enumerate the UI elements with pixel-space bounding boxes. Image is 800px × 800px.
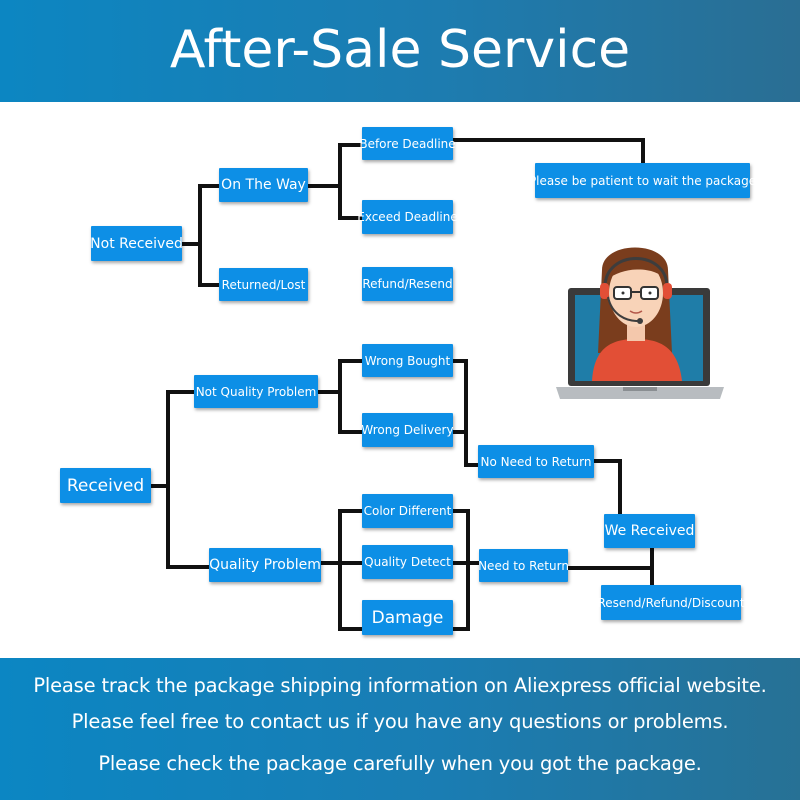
node-refund-resend: Refund/Resend <box>362 267 453 301</box>
node-quality-detect: Quality Detect <box>362 545 453 579</box>
node-we-received: We Received <box>604 514 695 548</box>
node-please-wait: Please be patient to wait the package <box>529 163 756 198</box>
node-not-quality-problem: Not Quality Problem <box>194 375 318 408</box>
customer-service-agent-icon <box>556 247 724 399</box>
connector-not-received <box>180 184 222 287</box>
node-wrong-delivery: Wrong Delivery <box>361 413 454 447</box>
node-need-to-return: Need to Return <box>478 549 569 582</box>
connector-quality <box>318 509 365 631</box>
node-resend-refund-discount: Resend/Refund/Discount <box>597 585 745 620</box>
node-exceed-deadline: Exceed Deadline <box>357 200 458 234</box>
header-banner: After-Sale Service <box>0 0 800 102</box>
connector-need-to-resend <box>565 546 654 587</box>
connector-on-the-way <box>305 143 365 220</box>
node-quality-problem: Quality Problem <box>209 548 321 582</box>
footer-line-contact: Please feel free to contact us if you ha… <box>71 710 729 733</box>
node-before-deadline: Before Deadline <box>359 127 456 160</box>
connector-quality-to-need <box>450 509 482 631</box>
connector-received <box>149 390 212 569</box>
footer-banner: Please track the package shipping inform… <box>0 658 800 800</box>
connector-before-deadline <box>450 138 645 167</box>
node-received: Received <box>60 468 151 503</box>
connector-noneed-to-received <box>591 459 622 516</box>
node-damage: Damage <box>362 600 453 635</box>
node-not-received: Not Received <box>90 226 183 261</box>
node-no-need-to-return: No Need to Return <box>478 445 594 478</box>
node-color-different: Color Different <box>362 494 453 528</box>
page-title: After-Sale Service <box>169 20 631 80</box>
node-wrong-bought: Wrong Bought <box>362 344 453 377</box>
footer-line-check: Please check the package carefully when … <box>98 752 702 775</box>
connector-wrong-to-noneed <box>450 359 481 467</box>
connector-not-quality <box>315 359 365 434</box>
node-on-the-way: On The Way <box>219 168 308 202</box>
footer-line-track: Please track the package shipping inform… <box>33 674 767 697</box>
node-returned-lost: Returned/Lost <box>219 268 308 301</box>
